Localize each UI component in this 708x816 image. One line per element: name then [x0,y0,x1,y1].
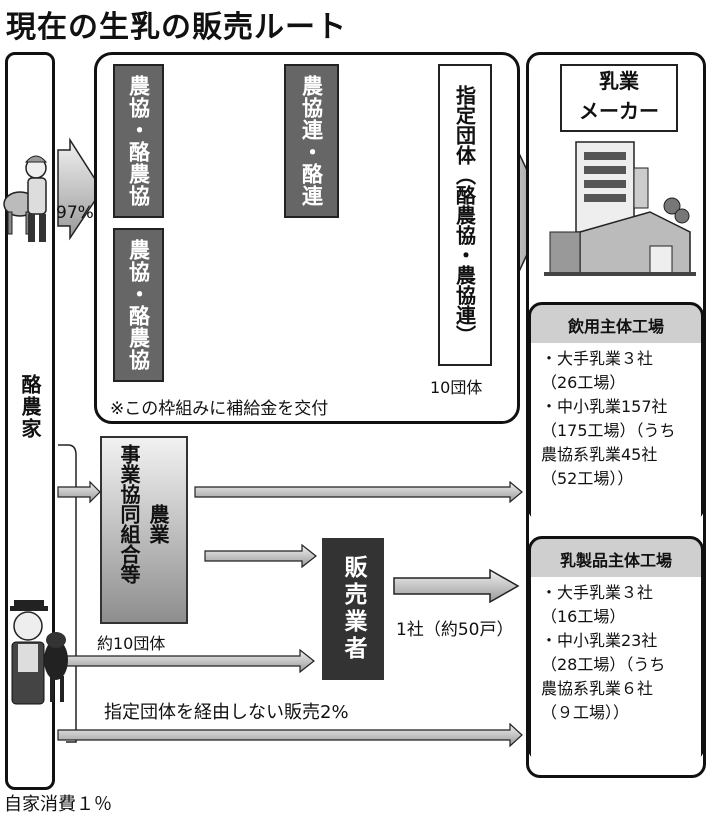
diagram-title: 現在の生乳の販売ルート [6,10,347,45]
drinking-plants-title: 飲用主体工場 [567,317,664,336]
cooperative-count: 約10団体 [97,634,166,653]
arrow-farmer-to-frame [57,137,103,241]
arrow-dealer-to-dairy-plants [393,568,520,604]
dairy-product-plants-line: （28工場）（うち [541,655,666,674]
arrow-farmer-to-cooperative [57,480,101,504]
designated-body-box: 指定団体（酪農協・農協連） [438,64,492,366]
arrow-farmer-to-dairy-plants [57,722,523,748]
farmers-label: 酪農家 [18,374,42,440]
dealer-count: 1社（約50戸） [396,620,514,640]
farmer-share-main: 97% [56,203,94,223]
coop-box-top: 農協・酪農協 [113,64,164,218]
drinking-plants-line: ・中小乳業157社 [541,397,668,416]
dairy-product-plants-title: 乳製品主体工場 [559,551,672,570]
drinking-plants-line: ・大手乳業３社 [541,349,654,368]
maker-label-box: 乳業 メーカー [560,64,678,132]
non-designated-sales-label: 指定団体を経由しない販売2% [102,698,351,724]
federation-box: 農協連・酪連 [284,64,339,218]
dairy-product-plants-line: （16工場） [541,607,626,626]
own-consumption-label: 自家消費１％ [4,794,112,815]
dairy-product-plants-line: 農協系乳業６社 [541,679,654,698]
farmer-bracket [58,444,77,743]
farmer-with-cattle-illustration [10,600,68,705]
dairy-product-plants-line: ・中小乳業23社 [541,631,658,650]
subsidy-note: ※この枠組みに補給金を交付 [110,399,329,419]
coop-box-bottom: 農協・酪農協 [113,228,164,382]
dairy-product-plants-line: （９工場）） [541,703,630,722]
cooperative-box: 事業協同組合等 農業 [100,436,188,624]
arrow-cooperative-to-drinking-plants [194,480,523,504]
drinking-plants-box: 飲用主体工場 ・大手乳業３社 （26工場） ・中小乳業157社 （175工場）（… [528,302,704,525]
maker-label-line2: メーカー [579,99,659,123]
drinking-plants-line: 農協系乳業45社 [541,445,658,464]
dairy-product-plants-line: ・大手乳業３社 [541,583,654,602]
arrow-farmer-to-dealer [57,648,315,674]
drinking-plants-line: （26工場） [541,373,626,392]
cooperative-label-left: 事業協同組合等 [117,444,141,584]
designated-count: 10団体 [430,378,483,397]
dairy-product-plants-box: 乳製品主体工場 ・大手乳業３社 （16工場） ・中小乳業23社 （28工場）（う… [528,536,704,765]
drinking-plants-line: （175工場）（うち [541,421,676,440]
cooperative-label-right: 農業 [146,504,170,544]
farmer-with-cow-illustration [3,155,48,242]
factory-illustration [544,141,696,276]
drinking-plants-line: （52工場）） [541,469,634,488]
maker-label-line1: 乳業 [599,69,639,93]
arrow-cooperative-to-dealer [204,543,317,569]
dealer-box: 販売業者 [322,538,384,680]
